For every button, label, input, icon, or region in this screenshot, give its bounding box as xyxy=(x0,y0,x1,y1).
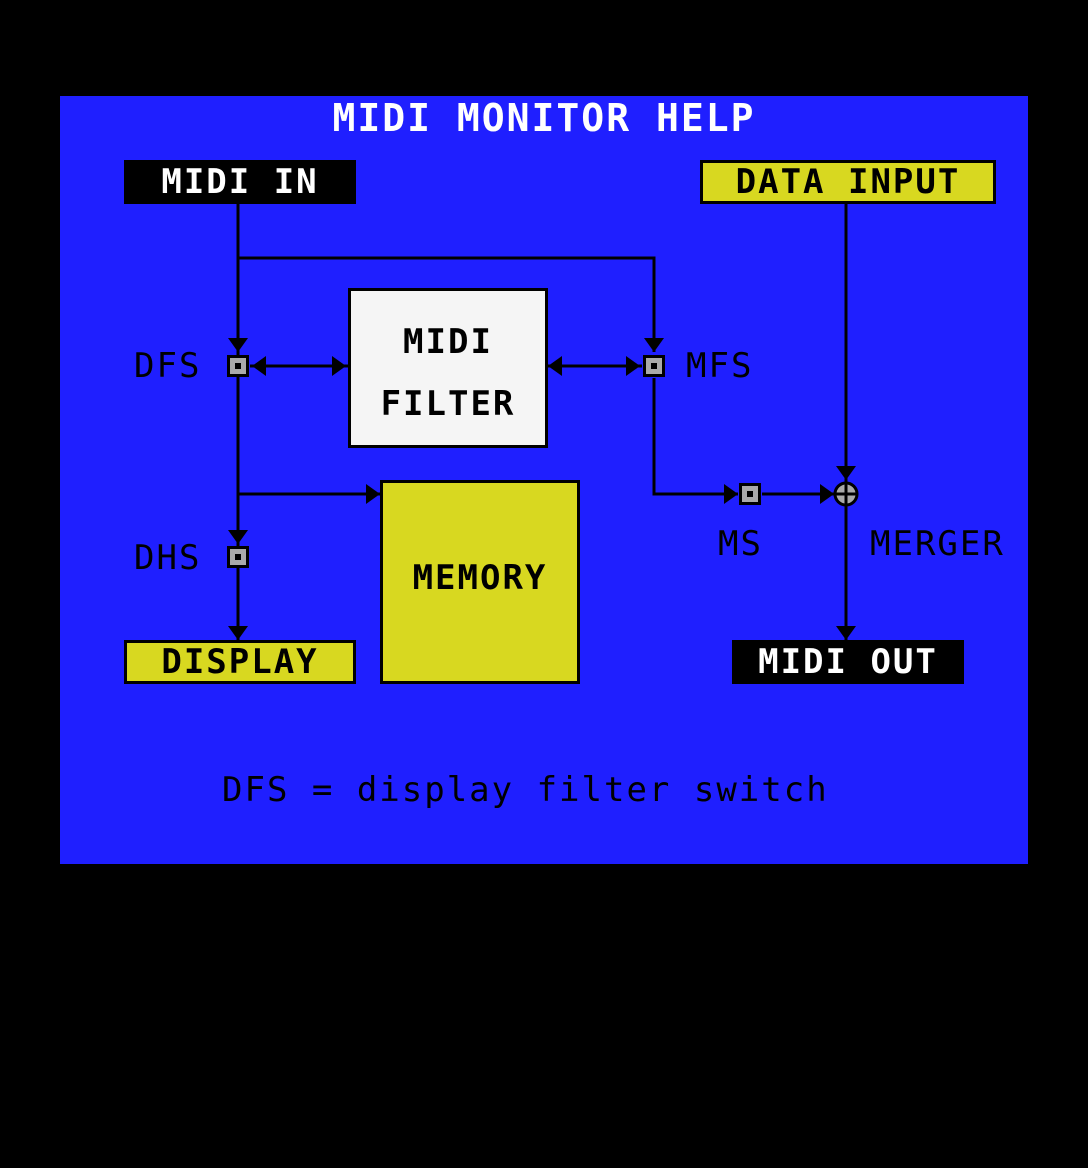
legend-line-mfs: MFS = merge filter switch xyxy=(222,878,784,918)
window-title: MIDI MONITOR HELP xyxy=(332,96,756,140)
dhs-switch-icon xyxy=(227,546,249,568)
legend-line-dhs: DHS = display hold switch xyxy=(222,986,784,1026)
dfs-label: DFS xyxy=(134,346,202,386)
midi-filter-label-line1: MIDI xyxy=(403,322,493,362)
midi-filter-box: MIDI FILTER xyxy=(348,288,548,448)
midi-filter-label-line2: FILTER xyxy=(380,384,516,424)
legend-line-dfs: DFS = display filter switch xyxy=(222,770,829,810)
data-input-box: DATA INPUT xyxy=(700,160,996,204)
dhs-label: DHS xyxy=(134,538,202,578)
dfs-switch-icon xyxy=(227,355,249,377)
merger-label: MERGER xyxy=(870,524,1005,564)
legend: DFS = display filter switch MFS = merge … xyxy=(222,700,829,1168)
mfs-switch-icon xyxy=(643,355,665,377)
diagram-connections xyxy=(228,202,859,640)
midi-in-box: MIDI IN xyxy=(124,160,356,204)
memory-box: MEMORY xyxy=(380,480,580,684)
legend-line-ms: MS = merger switch xyxy=(222,1094,649,1134)
mfs-label: MFS xyxy=(686,346,754,386)
ms-label: MS xyxy=(718,524,763,564)
display-box: DISPLAY xyxy=(124,640,356,684)
midi-out-box: MIDI OUT xyxy=(732,640,964,684)
ms-switch-icon xyxy=(739,483,761,505)
